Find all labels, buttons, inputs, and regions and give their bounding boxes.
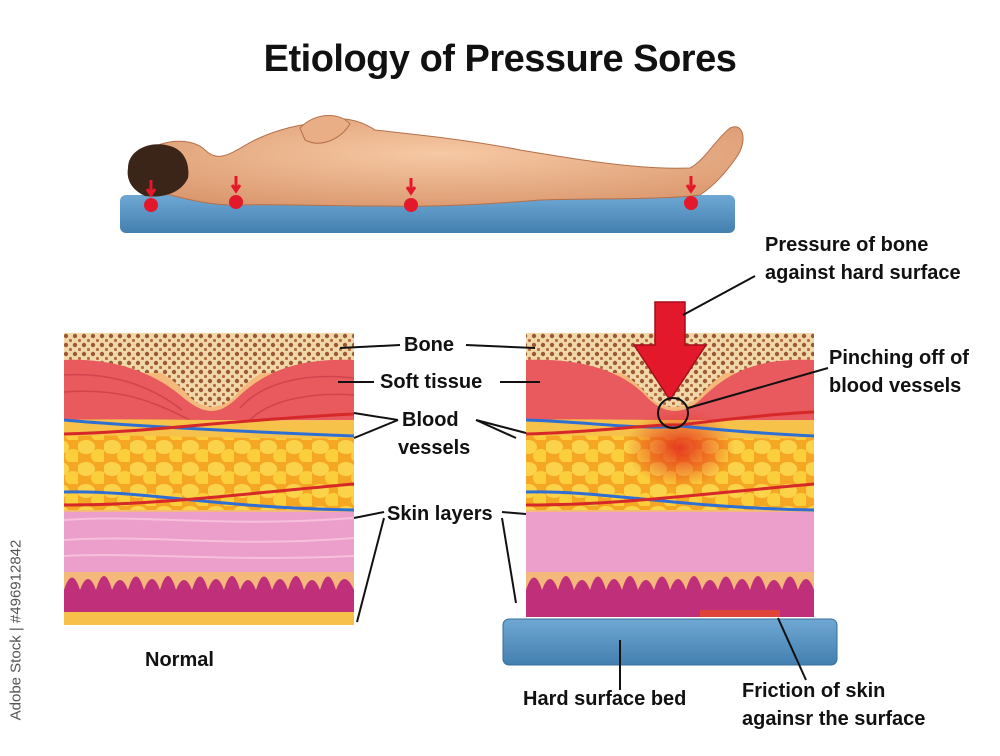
pinching-circle [657, 397, 689, 429]
label-hard-surface: Hard surface bed [523, 688, 687, 710]
label-pinching-1: Pinching off of [829, 347, 969, 369]
pressure-point-heel [684, 176, 698, 210]
label-friction-2: againsr the surface [742, 708, 926, 730]
label-pressure-2: against hard surface [765, 262, 961, 284]
pressure-arrow [632, 301, 708, 402]
tissue-section-normal [64, 333, 354, 625]
label-blood-2: vessels [398, 437, 471, 459]
label-normal: Normal [145, 649, 214, 671]
label-skin-layers: Skin layers [387, 503, 493, 525]
stock-watermark: Adobe Stock | #496912842 [7, 539, 25, 721]
hard-surface-bed [502, 618, 838, 666]
label-pressure-1: Pressure of bone [765, 234, 929, 256]
label-soft-tissue: Soft tissue [380, 371, 483, 393]
pressure-point-head [144, 180, 158, 212]
label-blood-1: Blood [402, 409, 459, 431]
leader-lines [338, 275, 829, 690]
label-pinching-2: blood vessels [829, 375, 962, 397]
patient-figure [127, 115, 744, 207]
pressure-point-sacrum [404, 178, 418, 212]
label-bone: Bone [404, 334, 454, 356]
label-friction-1: Friction of skin [742, 680, 886, 702]
pressure-points [144, 176, 698, 212]
pressure-point-shoulder [229, 176, 243, 209]
diagram-title: Etiology of Pressure Sores [263, 38, 737, 80]
